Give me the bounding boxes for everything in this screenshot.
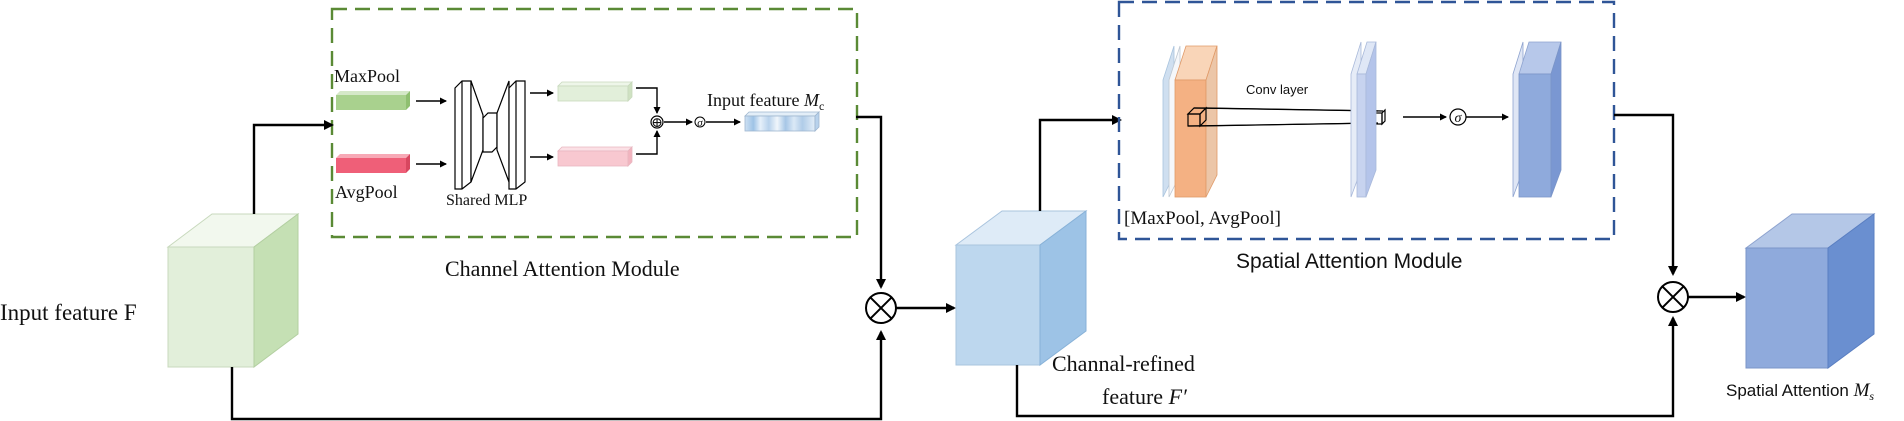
conv-output-map <box>1350 41 1377 198</box>
avgpool-bar-front <box>336 158 406 173</box>
avgpool-bar <box>336 154 410 173</box>
refined-cube-front <box>955 244 1041 366</box>
spatial-attention-box <box>1117 0 1616 241</box>
refined-label-prefix: feature <box>1102 384 1169 409</box>
pooled-feature-maps <box>1162 45 1218 198</box>
mlp-in-layer <box>454 80 472 190</box>
top-output-to-sum-line <box>636 87 661 114</box>
sum-operator-circle <box>650 115 664 129</box>
output-label: Spatial Attention Ms <box>1726 380 1874 403</box>
output-label-sub: s <box>1869 389 1874 403</box>
spatial-attention-title: Spatial Attention Module <box>1236 250 1463 273</box>
shared-mlp-label: Shared MLP <box>446 192 527 209</box>
spatial-sigma-symbol: σ <box>1455 111 1463 126</box>
input-cube-front <box>167 246 255 368</box>
mlp-out-layer <box>508 80 526 190</box>
maxpool-bar-top <box>336 91 410 95</box>
maxpool-bar <box>336 91 410 110</box>
maxpool-bar-side <box>406 91 410 110</box>
output-feature-cube <box>1744 213 1876 369</box>
refined-skip-line <box>1015 316 1678 418</box>
mlp-funnel-left <box>470 80 484 183</box>
ms-to-multiply-line <box>1614 113 1678 276</box>
mlp-funnel-right <box>496 80 510 183</box>
avgpool-bar-side <box>406 154 410 173</box>
first-multiply-x2 <box>869 296 893 320</box>
kernel-ray-4 <box>1187 122 1376 127</box>
input-to-channel-line <box>252 120 334 214</box>
refined-label-var: F′ <box>1168 384 1188 409</box>
channel-sigma-circle <box>694 116 706 128</box>
mc-label: Input feature Mc <box>707 90 824 113</box>
refined-feature-cube <box>954 210 1088 366</box>
maxpool-label: MaxPool <box>334 66 400 86</box>
output-label-var: M <box>1853 380 1871 401</box>
channel-attention-title: Channel Attention Module <box>445 256 680 281</box>
spatial-attention-map <box>1512 41 1562 198</box>
second-multiply-x2 <box>1661 285 1685 309</box>
refined-label-line2: feature F′ <box>1102 384 1188 409</box>
avgpool-label: AvgPool <box>335 182 398 202</box>
conv-map-side <box>1365 41 1377 198</box>
channel-sigma-symbol: σ <box>697 117 703 129</box>
avgpool-bar-top <box>336 154 410 158</box>
kernel-cube-side <box>1199 106 1207 128</box>
mc-label-sub: c <box>819 99 824 113</box>
conv-map-front <box>1356 73 1367 198</box>
refined-to-spatial-line <box>1038 115 1122 211</box>
mlp-output-bottom-bar <box>557 146 633 167</box>
mc-channel-bar <box>744 111 820 132</box>
attn-map-side <box>1550 41 1562 198</box>
pooled-map-front <box>1174 79 1207 198</box>
mc-to-multiply-line <box>856 115 886 289</box>
pooled-maps-label: [MaxPool, AvgPool] <box>1124 208 1281 229</box>
output-label-prefix: Spatial Attention <box>1726 381 1854 400</box>
refined-cube-side <box>1039 210 1087 366</box>
output-cube-front <box>1745 247 1829 369</box>
refined-label-line1: Channal-refined <box>1052 351 1195 376</box>
mc-label-var: M <box>803 90 820 110</box>
bottom-output-to-sum-line <box>636 130 661 155</box>
kernel-target-side <box>1381 108 1386 126</box>
attn-map-front <box>1518 73 1552 198</box>
mc-label-prefix: Input feature <box>707 90 804 110</box>
mlp-hidden-layer <box>482 112 498 153</box>
sum-operator-symbol: ⊕ <box>651 116 663 131</box>
mlp-output-top-bar <box>557 81 633 102</box>
pooled-map-side <box>1205 45 1218 198</box>
input-feature-label: Input feature F <box>0 300 137 325</box>
output-cube-side <box>1827 213 1875 369</box>
maxpool-bar-front <box>336 95 406 110</box>
input-skip-line <box>230 330 886 421</box>
shared-mlp <box>454 80 526 190</box>
input-feature-cube <box>166 213 300 368</box>
conv-layer-label: Conv layer <box>1246 82 1309 97</box>
input-cube-side <box>253 213 299 368</box>
